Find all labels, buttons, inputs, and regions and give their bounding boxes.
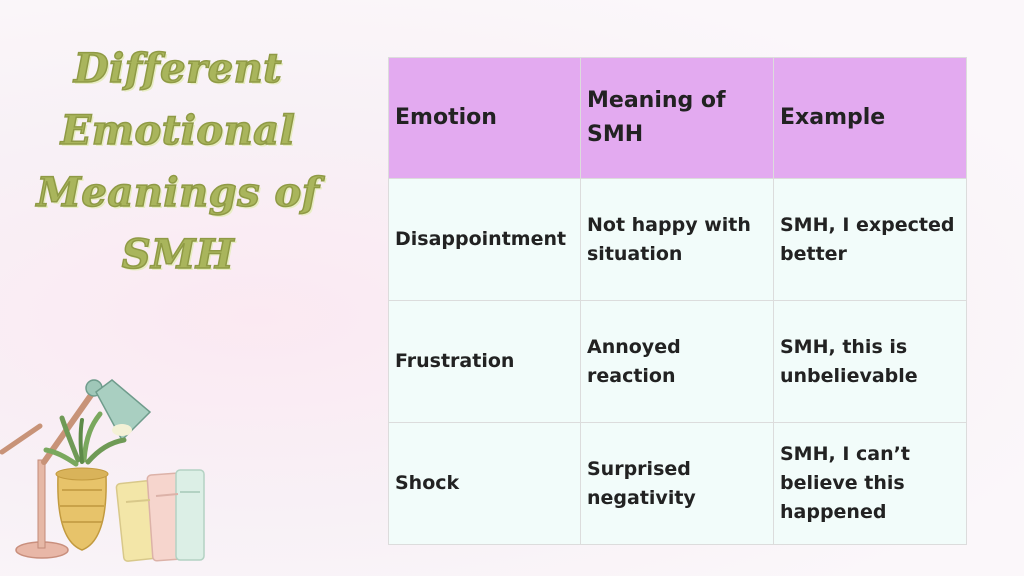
cell-meaning: Surprised negativity	[580, 422, 774, 545]
desk-lamp-icon	[0, 379, 152, 559]
header-emotion: Emotion	[388, 57, 581, 179]
desk-decoration	[0, 379, 205, 562]
cell-emotion: Frustration	[388, 300, 581, 423]
cell-example: SMH, I can’t believe this happened	[773, 422, 967, 545]
table-row: Disappointment Not happy with situation …	[388, 178, 967, 301]
cell-meaning: Not happy with situation	[580, 178, 774, 301]
table-row: Shock Surprised negativity SMH, I can’t …	[388, 422, 967, 545]
emotion-table-grid: Emotion Meaning of SMH Example Disappoin…	[388, 57, 967, 545]
header-example: Example	[773, 57, 967, 179]
cell-emotion: Shock	[388, 422, 581, 545]
cell-example: SMH, I expected better	[773, 178, 967, 301]
title-line-2: Emotional	[60, 106, 296, 155]
title-line-3: Meanings of	[36, 168, 320, 217]
table-row: Frustration Annoyed reaction SMH, this i…	[388, 300, 967, 423]
books-icon	[115, 469, 205, 562]
title-line-4: SMH	[121, 230, 235, 279]
potted-plant-icon	[43, 411, 127, 551]
cell-example: SMH, this is unbelievable	[773, 300, 967, 423]
cell-meaning: Annoyed reaction	[580, 300, 774, 423]
title-line-1: Different	[73, 44, 283, 93]
table-header-row: Emotion Meaning of SMH Example	[388, 57, 967, 179]
cell-emotion: Disappointment	[388, 178, 581, 301]
emotion-table: Emotion Meaning of SMH Example Disappoin…	[388, 57, 967, 545]
header-meaning: Meaning of SMH	[580, 57, 774, 179]
page-title: Different Emotional Meanings of SMH	[8, 38, 348, 286]
